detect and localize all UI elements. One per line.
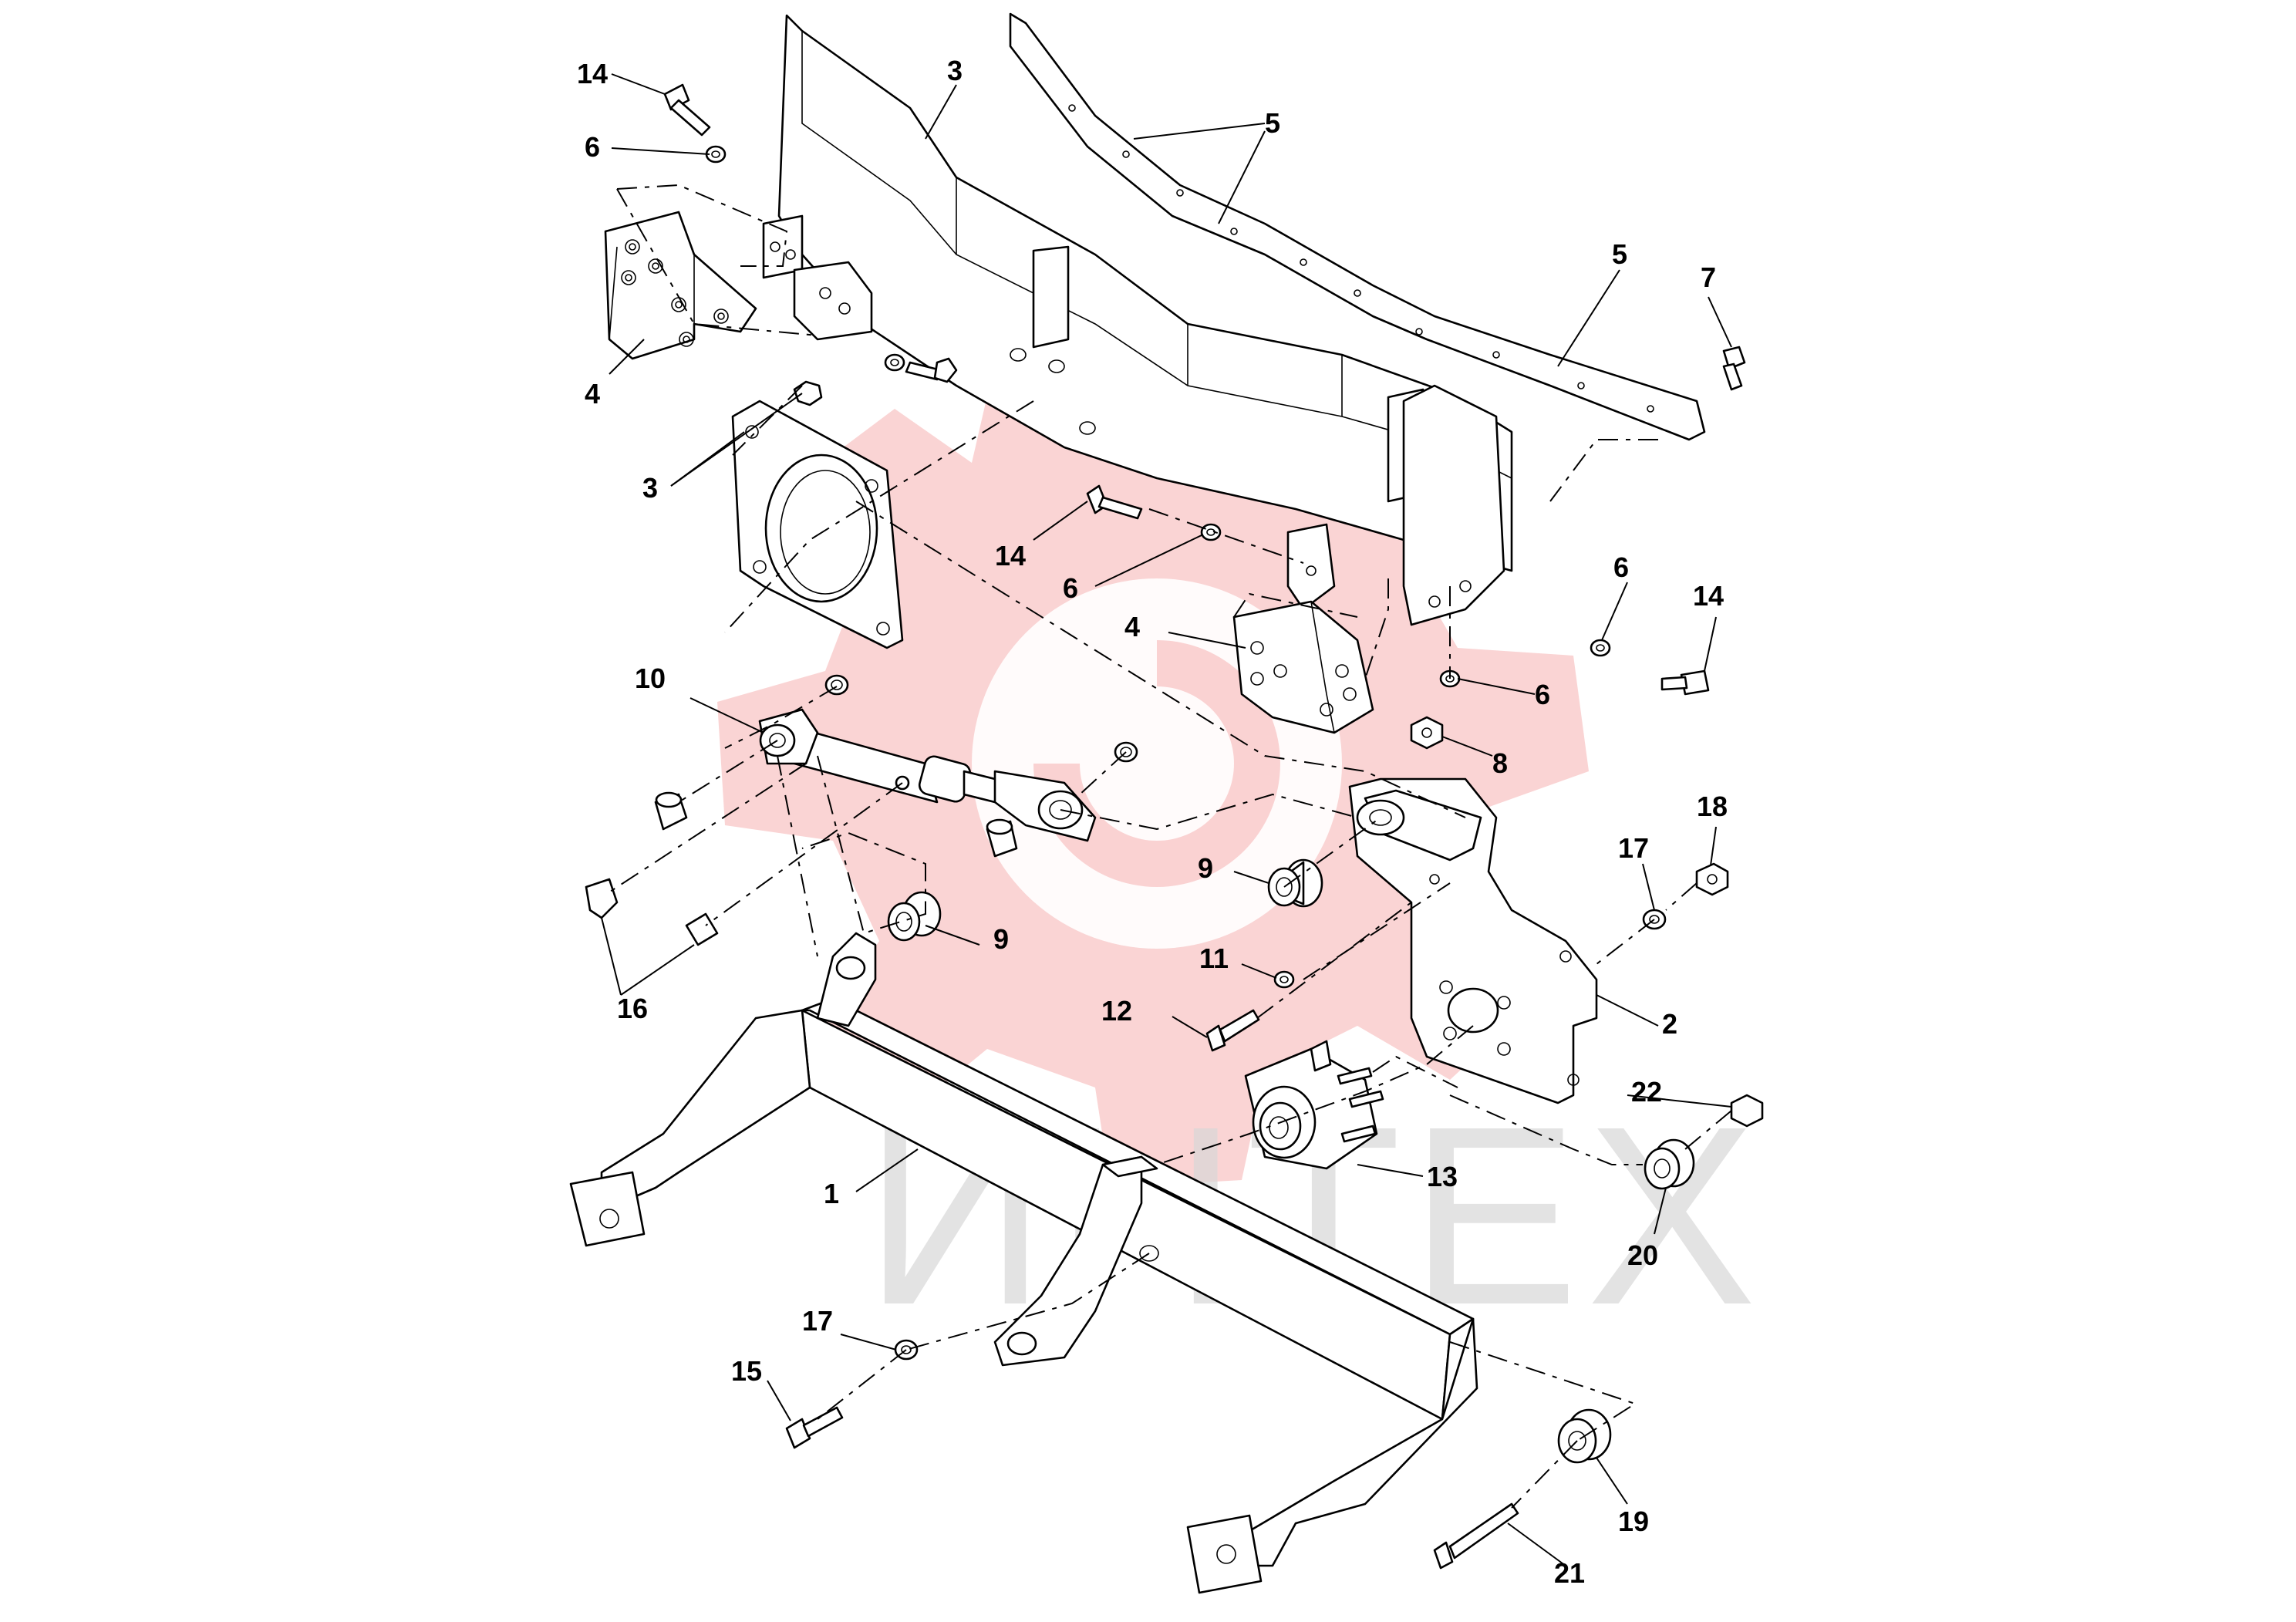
bolt-15 <box>785 1406 844 1449</box>
callout-6-right: 6 <box>1613 551 1629 583</box>
callout-6-center: 6 <box>1063 572 1078 604</box>
bolt-upper-small <box>905 357 958 383</box>
main-lift-frame <box>569 932 1478 1594</box>
bolt-7 <box>1722 346 1746 391</box>
hydraulic-cylinder <box>758 708 1097 842</box>
nut-22 <box>1730 1094 1764 1128</box>
nut-8 <box>1410 716 1444 750</box>
callout-6-top-left: 6 <box>585 131 600 163</box>
pillow-block-upper <box>604 211 757 360</box>
washer-6c <box>1590 639 1611 657</box>
upper-beam-mount-bracket <box>793 261 873 341</box>
grease-fitting-16a <box>585 878 619 919</box>
flat-strip <box>1009 12 1706 441</box>
callout-1: 1 <box>824 1178 839 1209</box>
callout-11: 11 <box>1199 943 1229 974</box>
callout-3-plate: 3 <box>642 472 658 504</box>
callout-10: 10 <box>635 663 666 694</box>
washer-6a <box>705 145 727 164</box>
callout-13: 13 <box>1427 1161 1458 1192</box>
callout-14-center: 14 <box>995 540 1026 572</box>
spacer-20 <box>1644 1138 1695 1190</box>
bolt-12 <box>1205 1009 1260 1052</box>
pin-left <box>654 791 688 831</box>
bolt-14c <box>1660 669 1710 696</box>
wheel-hub <box>1244 1040 1384 1170</box>
callout-9-upper: 9 <box>1198 852 1213 884</box>
assembly-lines <box>605 184 1732 1509</box>
lift-plate <box>1348 777 1598 1104</box>
callout-16: 16 <box>617 993 648 1024</box>
bolt-21 <box>1433 1502 1519 1570</box>
callout-2: 2 <box>1662 1008 1677 1040</box>
nut-18 <box>1695 862 1729 896</box>
strip-holes <box>1068 104 1654 413</box>
washer-upper-small <box>884 353 905 372</box>
callout-14-right: 14 <box>1693 580 1724 612</box>
callout-15: 15 <box>731 1355 762 1387</box>
callout-21: 21 <box>1554 1557 1585 1589</box>
callout-20: 20 <box>1627 1239 1658 1271</box>
callout-14-top-left: 14 <box>577 58 608 89</box>
callout-7: 7 <box>1701 261 1716 293</box>
callout-18: 18 <box>1697 791 1728 822</box>
callout-17-right: 17 <box>1618 832 1649 864</box>
callout-8: 8 <box>1492 747 1508 779</box>
callout-5-strip-right: 5 <box>1612 238 1627 270</box>
center-gusset <box>1286 523 1336 611</box>
callout-leaders <box>601 73 1732 1566</box>
callout-4-upper: 4 <box>585 378 600 410</box>
callout-17-bottom: 17 <box>802 1305 833 1337</box>
callout-4-lower: 4 <box>1124 611 1140 642</box>
callout-19: 19 <box>1618 1506 1649 1537</box>
right-end-bracket <box>1402 384 1505 626</box>
callout-3-beam: 3 <box>947 55 963 86</box>
bushing-lower <box>887 891 942 942</box>
callouts: 14 6 3 5 5 7 4 3 14 6 4 6 14 6 8 10 9 18… <box>577 55 1728 1589</box>
washer-11 <box>1273 970 1295 989</box>
bolt-14b <box>1086 484 1143 520</box>
callout-9-lower: 9 <box>993 923 1009 955</box>
callout-12: 12 <box>1101 995 1132 1027</box>
bolt-14a <box>663 83 711 137</box>
callout-6-lower-right: 6 <box>1535 679 1550 710</box>
grease-fitting-16b <box>685 912 719 946</box>
nut-upper-3 <box>793 380 823 406</box>
pin-right <box>986 818 1018 858</box>
callout-5-strip-top: 5 <box>1265 107 1280 139</box>
bearing-flange-plate <box>731 400 904 649</box>
callout-22: 22 <box>1631 1076 1662 1108</box>
